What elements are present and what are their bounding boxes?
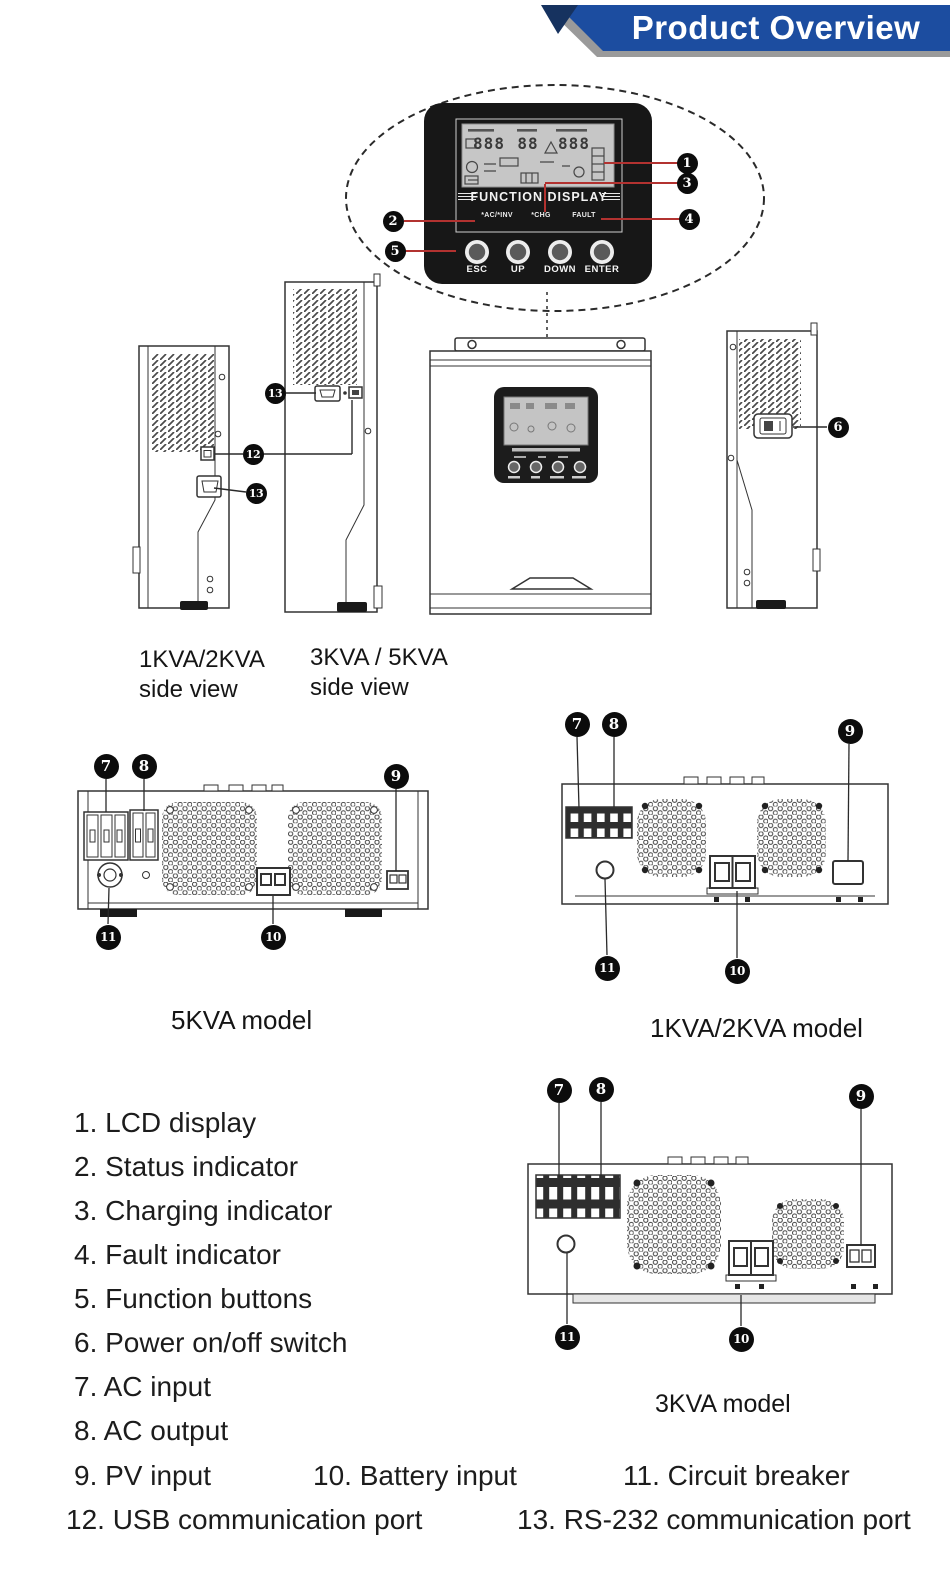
indicator-label-chg: *CHG [531, 212, 551, 219]
legend-item-13: 13. RS-232 communication port [517, 1504, 911, 1535]
enter-button-label: ENTER [584, 264, 620, 275]
callout-4-fault-indicator: 4 [678, 208, 700, 230]
callout-12-usb-port: 12 [242, 443, 264, 465]
callout-5-function-buttons: 5 [384, 240, 406, 262]
ac-terminal-block [565, 806, 633, 839]
legend-item-4: 4. Fault indicator [74, 1239, 281, 1270]
rear-5kva-callout-lines [105, 779, 397, 925]
circuit-breaker-button [97, 862, 123, 888]
function-display-rules [458, 192, 620, 201]
circuit-breaker-hole [595, 860, 615, 880]
rear-1-2kva-callout-lines [576, 736, 850, 958]
circuit-breaker-hole [556, 1234, 576, 1254]
legend-item-5: 5. Function buttons [74, 1283, 313, 1314]
side-view-power-switch-drawing [726, 322, 821, 609]
callout-13-rs232-port: 13 [245, 482, 267, 504]
callout-1-lcd-display: 1 [676, 152, 698, 174]
callout-11-circuit-breaker: 11 [594, 955, 620, 981]
callout-7-ac-input: 7 [564, 711, 590, 737]
legend-item-8: 8. AC output [74, 1415, 229, 1446]
legend-item-6: 6. Power on/off switch [74, 1327, 348, 1358]
callout-9-pv-input: 9 [383, 763, 409, 789]
lcd-detail-glyphs [468, 129, 587, 132]
rear-view-3kva-drawing [527, 1156, 893, 1304]
usb-port [200, 446, 215, 461]
lcd-digits-left: 888 [473, 134, 505, 153]
panel-detail-ellipse [345, 84, 765, 312]
fan-vent [772, 1199, 844, 1269]
power-switch [753, 413, 793, 439]
side-view-3-5kva-drawing [284, 273, 383, 613]
callout-11-circuit-breaker: 11 [554, 1324, 580, 1350]
front-view-mini-panel [494, 387, 598, 483]
side-view-callout-lines [213, 392, 827, 493]
callout-9-pv-input: 9 [848, 1083, 874, 1109]
battery-input-terminal [256, 867, 291, 896]
indicator-label-fault: FAULT [572, 212, 596, 219]
esc-button-label: ESC [466, 264, 488, 275]
legend-item-7: 7. AC input [74, 1371, 211, 1402]
fan-vent [627, 1175, 721, 1274]
down-button-label: DOWN [543, 264, 577, 275]
caption-3kva-model: 3KVA model [655, 1390, 791, 1418]
control-panel-drawing [424, 103, 652, 284]
battery-input-connector [706, 855, 759, 902]
fan-vent [162, 802, 257, 895]
header-banner [541, 5, 950, 57]
callout-7-ac-input: 7 [546, 1077, 572, 1103]
legend-item-11: 11. Circuit breaker [623, 1460, 850, 1491]
legend-item-9: 9. PV input [74, 1460, 211, 1491]
front-view-drawing [429, 337, 652, 615]
callout-10-battery-input: 10 [728, 1326, 754, 1352]
function-display-label: FUNCTION DISPLAY [470, 190, 608, 204]
legend-item-3: 3. Charging indicator [74, 1195, 333, 1226]
pv-input-terminal [386, 870, 409, 890]
callout-8-ac-output: 8 [588, 1076, 614, 1102]
side-view-1-2kva-drawing [132, 345, 230, 610]
page-title: Product Overview [631, 9, 921, 46]
callout-7-ac-input: 7 [93, 753, 119, 779]
indicator-label-ac-inv: *AC/*INV [481, 212, 513, 219]
legend-item-2: 2. Status indicator [74, 1151, 299, 1182]
ac-input-breaker [83, 811, 129, 861]
callout-3-charging-indicator: 3 [676, 172, 698, 194]
callout-2-status-indicator: 2 [382, 210, 404, 232]
lcd-icons [464, 138, 605, 185]
callout-6-power-switch: 6 [827, 416, 849, 438]
rear-view-5kva-drawing [77, 784, 429, 917]
rs232-port [314, 385, 341, 402]
fan-vent [637, 799, 706, 877]
rear-view-1-2kva-drawing [561, 776, 889, 905]
callout-8-ac-output: 8 [601, 711, 627, 737]
battery-input-connector [725, 1240, 777, 1289]
callout-8-ac-output: 8 [131, 753, 157, 779]
rear-3kva-callout-lines [558, 1102, 862, 1326]
up-button-label: UP [510, 264, 526, 275]
callout-10-battery-input: 10 [724, 958, 750, 984]
caption-side-view-1-2kva: 1KVA/2KVA side view [139, 646, 265, 703]
callout-9-pv-input: 9 [837, 718, 863, 744]
caption-1-2kva-model: 1KVA/2KVA model [650, 1013, 863, 1043]
callout-10-battery-input: 10 [260, 924, 286, 950]
lcd-digits-mid: 88 [517, 134, 539, 153]
caption-side-view-3-5kva: 3KVA / 5KVA side view [310, 644, 448, 701]
ac-output-breaker [129, 809, 159, 861]
fan-vent [288, 802, 382, 895]
caption-5kva-model: 5KVA model [171, 1005, 313, 1035]
panel-callout-lines [404, 162, 680, 252]
fan-vent [757, 799, 826, 877]
lcd-digits-right: 888 [558, 134, 590, 153]
callout-11-circuit-breaker: 11 [95, 924, 121, 950]
legend-item-1: 1. LCD display [74, 1107, 257, 1138]
ac-terminal-block [535, 1174, 621, 1219]
callout-13-rs232-port: 13 [264, 382, 286, 404]
panel-buttons [465, 240, 614, 264]
legend-item-12: 12. USB communication port [66, 1504, 423, 1535]
legend-item-10: 10. Battery input [313, 1460, 517, 1491]
